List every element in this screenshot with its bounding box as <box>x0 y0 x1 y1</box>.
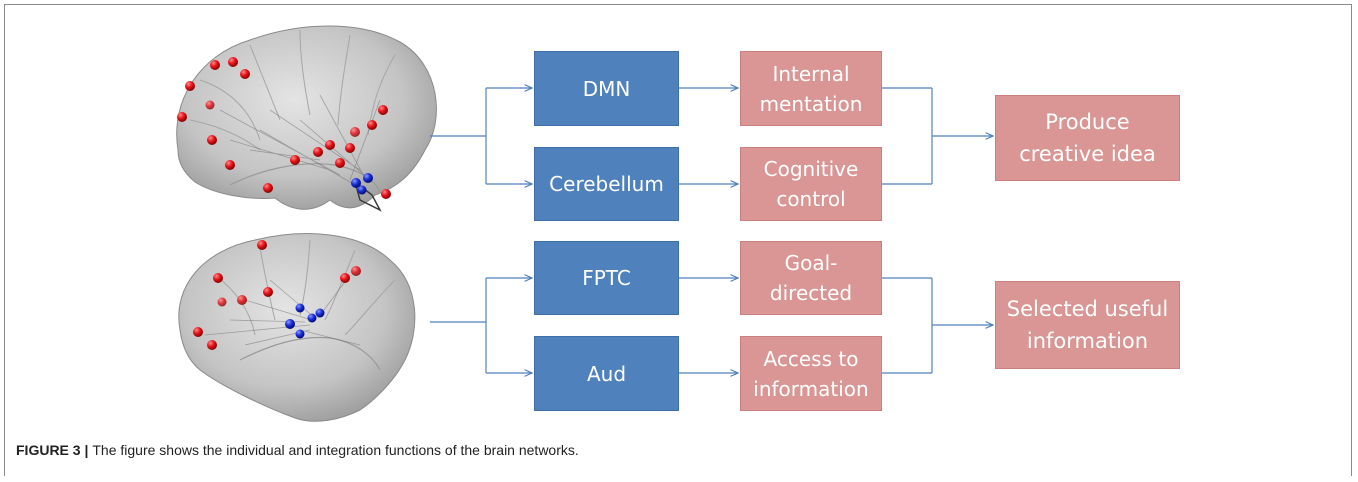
brain-node-red <box>351 266 361 276</box>
connectors-top <box>430 88 993 184</box>
dmn-box: DMN <box>534 51 679 126</box>
brain-node-red <box>207 340 217 350</box>
brain-node-blue <box>357 185 367 195</box>
brain-node-red <box>217 297 227 307</box>
brain-node-blue <box>295 303 305 313</box>
brain-node-red <box>290 155 300 165</box>
brain-node-red <box>313 147 323 157</box>
brain-node-blue <box>363 173 373 183</box>
brain-node-red <box>340 273 350 283</box>
brain-node-blue <box>285 319 295 329</box>
brain-node-red <box>205 100 215 110</box>
connectors-bottom <box>430 278 993 373</box>
brain-node-red <box>381 189 391 199</box>
brain-node-blue <box>295 329 305 339</box>
figure-frame <box>4 4 1352 476</box>
brain-node-blue <box>307 313 317 323</box>
brain-node-red <box>210 60 220 70</box>
brain-node-blue <box>315 308 325 318</box>
brain-node-red <box>193 327 203 337</box>
brain-node-red <box>228 57 238 67</box>
selected-useful-information-box: Selected useful information <box>995 281 1180 369</box>
brain-image-top <box>176 25 437 212</box>
brain-node-red <box>367 120 377 130</box>
brain-node-red <box>378 105 388 115</box>
goal-directed-box: Goal- directed <box>740 241 882 315</box>
brain-node-red <box>207 135 217 145</box>
brain-node-red <box>263 287 273 297</box>
brain-node-red <box>345 143 355 153</box>
brain-node-red <box>325 140 335 150</box>
brain-image-bottom <box>178 233 416 422</box>
figure-caption-text: The figure shows the individual and inte… <box>92 442 579 458</box>
fptc-box: FPTC <box>534 241 679 315</box>
cognitive-control-box: Cognitive control <box>740 147 882 221</box>
figure-caption: FIGURE 3 |The figure shows the individua… <box>16 442 579 458</box>
brain-node-red <box>240 69 250 79</box>
brain-node-red <box>257 240 267 250</box>
cerebellum-box: Cerebellum <box>534 147 679 221</box>
produce-creative-idea-box: Produce creative idea <box>995 95 1180 181</box>
brain-node-red <box>185 81 195 91</box>
brain-node-blue <box>351 178 361 188</box>
brain-node-red <box>225 160 235 170</box>
brain-node-red <box>263 183 273 193</box>
brain-node-red <box>350 127 360 137</box>
brain-node-red <box>335 158 345 168</box>
brain-node-red <box>177 112 187 122</box>
brain-node-red <box>213 273 223 283</box>
figure-caption-label: FIGURE 3 | <box>16 442 89 458</box>
access-to-information-box: Access to information <box>740 336 882 411</box>
brain-node-red <box>237 295 247 305</box>
internal-mentation-box: Internal mentation <box>740 51 882 126</box>
aud-box: Aud <box>534 336 679 411</box>
